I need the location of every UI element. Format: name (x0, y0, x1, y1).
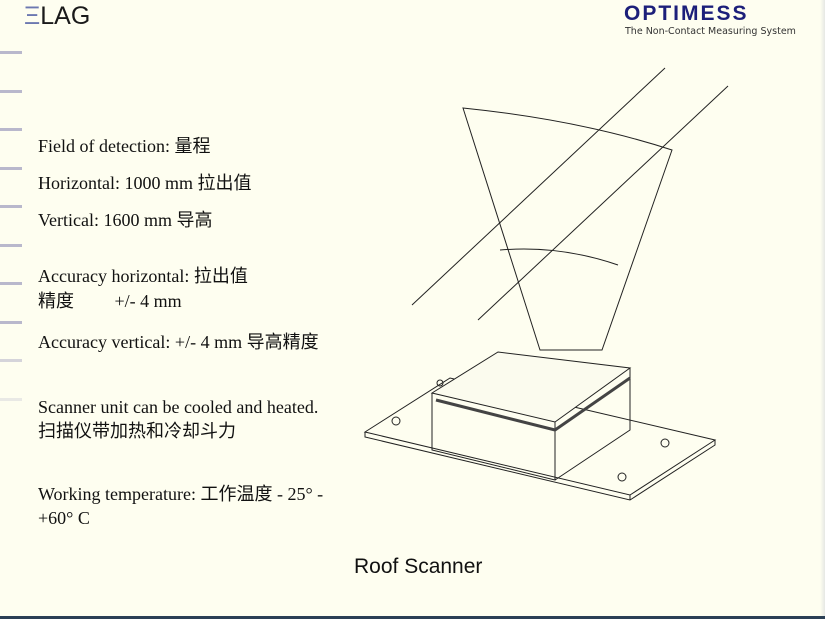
decor-dash (0, 51, 22, 54)
spec-accuracy-vertical: Accuracy vertical: +/- 4 mm 导高精度 (38, 332, 319, 352)
decor-dash (0, 398, 22, 401)
base-plate (363, 377, 717, 501)
spec-accuracy-horizontal: Accuracy horizontal: 拉出值 (38, 266, 248, 286)
spec-cooling: Scanner unit can be cooled and heated. 扫… (38, 397, 319, 441)
decor-dash (0, 128, 22, 131)
spec-field: Field of detection: 量程 (38, 136, 211, 156)
decor-dash (0, 90, 22, 93)
elag-logo: ΞLAG (24, 2, 91, 30)
figure-caption: Roof Scanner (354, 555, 483, 578)
spec-temperature: Working temperature: 工作温度 - 25° - +60° C (38, 484, 324, 528)
bottom-bar (0, 616, 825, 619)
contact-wires (411, 67, 729, 321)
spec-horizontal: Horizontal: 1000 mm 拉出值 (38, 173, 252, 193)
right-edge (820, 0, 825, 616)
decor-dash (0, 359, 22, 362)
spec-vertical: Vertical: 1600 mm 导高 (38, 210, 213, 230)
decor-dash (0, 167, 22, 170)
decor-dash (0, 205, 22, 208)
scan-field (462, 107, 673, 351)
tagline: The Non-Contact Measuring System (625, 26, 796, 37)
decor-dash (0, 244, 22, 247)
decor-dash (0, 321, 22, 324)
optimess-logo: OPTIMESS (624, 2, 749, 25)
scanner-box (391, 351, 670, 482)
decor-dash (0, 282, 22, 285)
spec-accuracy-horizontal-value: 精度 +/- 4 mm (38, 291, 182, 311)
